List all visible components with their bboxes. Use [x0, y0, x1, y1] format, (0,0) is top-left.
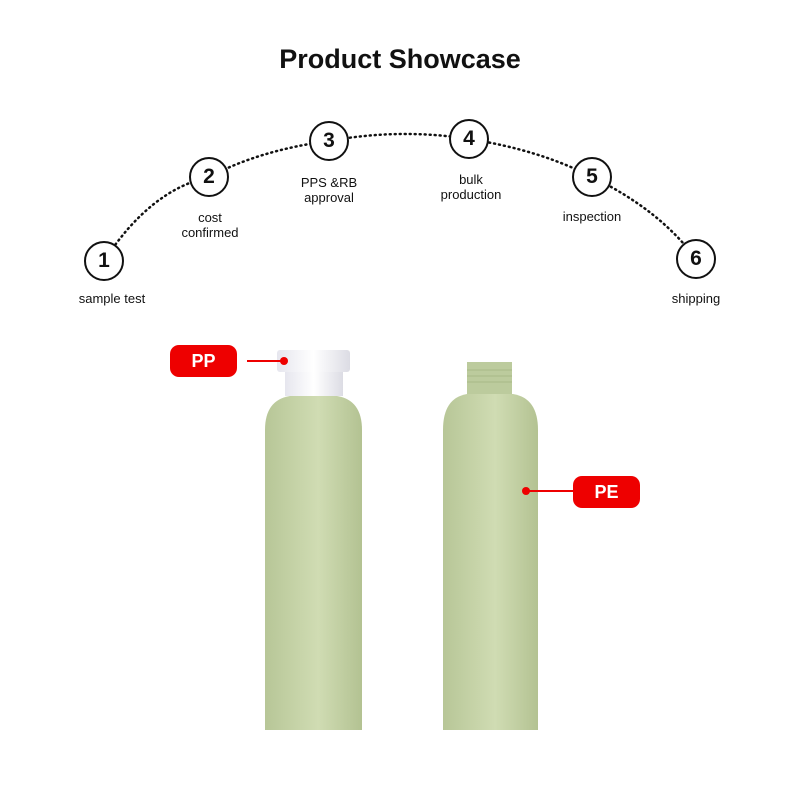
threaded-neck: [467, 362, 512, 394]
cap-base: [285, 372, 343, 396]
step-2-text: cost confirmed: [181, 210, 239, 240]
step-4-circle: 4: [449, 119, 489, 159]
step-2-circle: 2: [189, 157, 229, 197]
pe-material-badge: PE: [573, 476, 640, 508]
step-5-circle: 5: [572, 157, 612, 197]
page-title: Product Showcase: [279, 44, 521, 74]
step-3-circle: 3: [309, 121, 349, 161]
bottle-with-cap: [265, 350, 362, 730]
pp-pointer-dot: [280, 357, 288, 365]
pp-material-badge: PP: [170, 345, 237, 377]
step-4-label: bulk production: [401, 172, 541, 202]
flip-cap: [277, 350, 350, 372]
pe-pointer-dot: [522, 487, 530, 495]
step-1-circle: 1: [84, 241, 124, 281]
step-4-text: bulk production: [440, 172, 502, 202]
step-3-label: PPS &RB approval: [259, 175, 399, 205]
bottle-open: [443, 362, 538, 730]
step-1-label: sample test: [78, 291, 146, 306]
step-6-circle: 6: [676, 239, 716, 279]
step-3-text: PPS &RB approval: [300, 175, 358, 205]
step-6-label: shipping: [671, 291, 721, 306]
step-5-label: inspection: [562, 209, 622, 224]
step-2-label: cost confirmed: [140, 210, 280, 240]
